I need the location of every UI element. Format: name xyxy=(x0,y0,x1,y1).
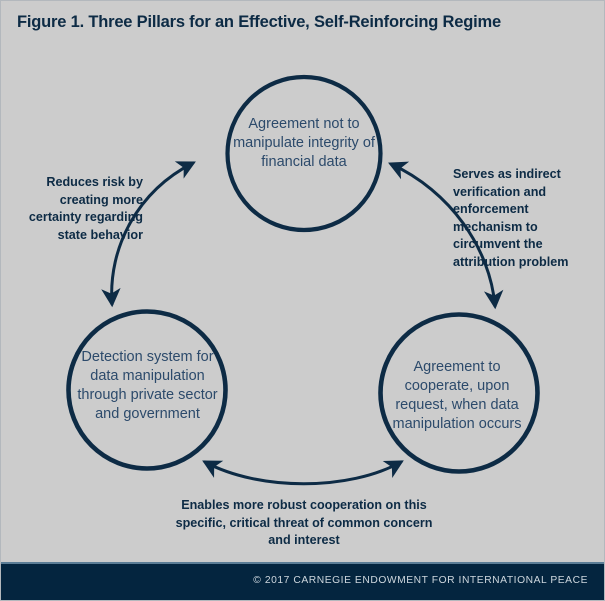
node-circle-top xyxy=(225,74,383,233)
edge-arc-left xyxy=(101,161,196,308)
edge-caption-left: Reduces risk by creating more certainty … xyxy=(28,175,143,242)
figure-footer: © 2017 CARNEGIE ENDOWMENT FOR INTERNATIO… xyxy=(1,562,604,600)
edge-caption-right: Serves as indirect verification and enfo… xyxy=(453,167,569,269)
edge-arc-bottom xyxy=(202,460,404,486)
node-label-agreement-integrity: Agreement not to manipulate integrity of… xyxy=(233,116,375,170)
copyright-text: © 2017 CARNEGIE ENDOWMENT FOR INTERNATIO… xyxy=(253,575,588,586)
node-circle-bottom-right xyxy=(378,312,540,474)
edge-caption-bottom: Enables more robust cooperation on this … xyxy=(175,498,433,547)
node-circle-bottom-left xyxy=(66,309,228,471)
edge-arc-right xyxy=(388,161,504,310)
figure-title: Figure 1. Three Pillars for an Effective… xyxy=(17,13,501,31)
node-label-agreement-cooperate: Agreement to cooperate, upon request, wh… xyxy=(392,359,522,432)
node-label-detection-system: Detection system for data manipulation t… xyxy=(77,349,218,422)
